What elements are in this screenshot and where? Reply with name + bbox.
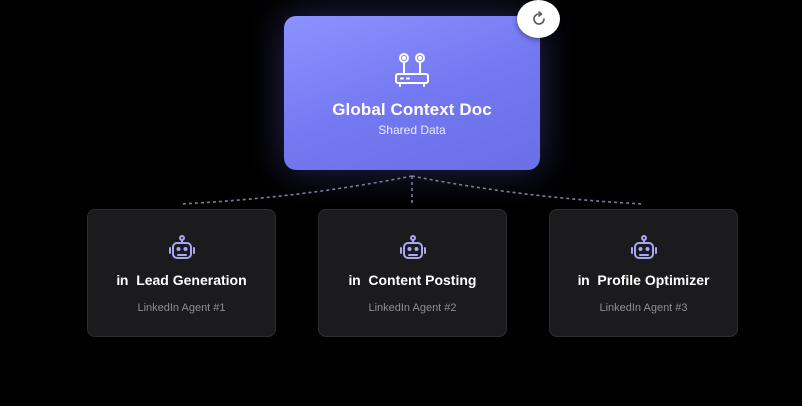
linkedin-icon: in xyxy=(348,272,361,288)
robot-icon xyxy=(169,235,195,259)
refresh-button[interactable] xyxy=(517,0,560,38)
agent-title: Content Posting xyxy=(368,272,477,288)
agent-title-row: in Lead Generation xyxy=(88,272,275,288)
global-context-card[interactable]: Global Context Doc Shared Data xyxy=(284,16,540,170)
refresh-icon xyxy=(532,11,545,25)
agent-title-row: in Profile Optimizer xyxy=(550,272,737,288)
agent-title-row: in Content Posting xyxy=(319,272,506,288)
robot-icon xyxy=(631,235,657,259)
router-icon xyxy=(395,53,429,87)
agent-subtitle: LinkedIn Agent #1 xyxy=(137,302,226,314)
agent-card-lead-generation[interactable]: in Lead Generation LinkedIn Agent #1 xyxy=(87,209,276,337)
connector-to-agent-1 xyxy=(179,175,413,205)
linkedin-icon: in xyxy=(577,272,590,288)
agent-subtitle: LinkedIn Agent #2 xyxy=(368,302,457,314)
agent-title: Profile Optimizer xyxy=(597,272,710,288)
agent-card-profile-optimizer[interactable]: in Profile Optimizer LinkedIn Agent #3 xyxy=(549,209,738,337)
agent-subtitle: LinkedIn Agent #3 xyxy=(599,302,688,314)
robot-icon xyxy=(400,235,426,259)
connector-to-agent-3 xyxy=(411,175,645,205)
agent-card-content-posting[interactable]: in Content Posting LinkedIn Agent #2 xyxy=(318,209,507,337)
linkedin-icon: in xyxy=(116,272,129,288)
agent-title: Lead Generation xyxy=(136,272,247,288)
hub-title: Global Context Doc xyxy=(332,100,492,119)
hub-subtitle: Shared Data xyxy=(378,123,446,137)
